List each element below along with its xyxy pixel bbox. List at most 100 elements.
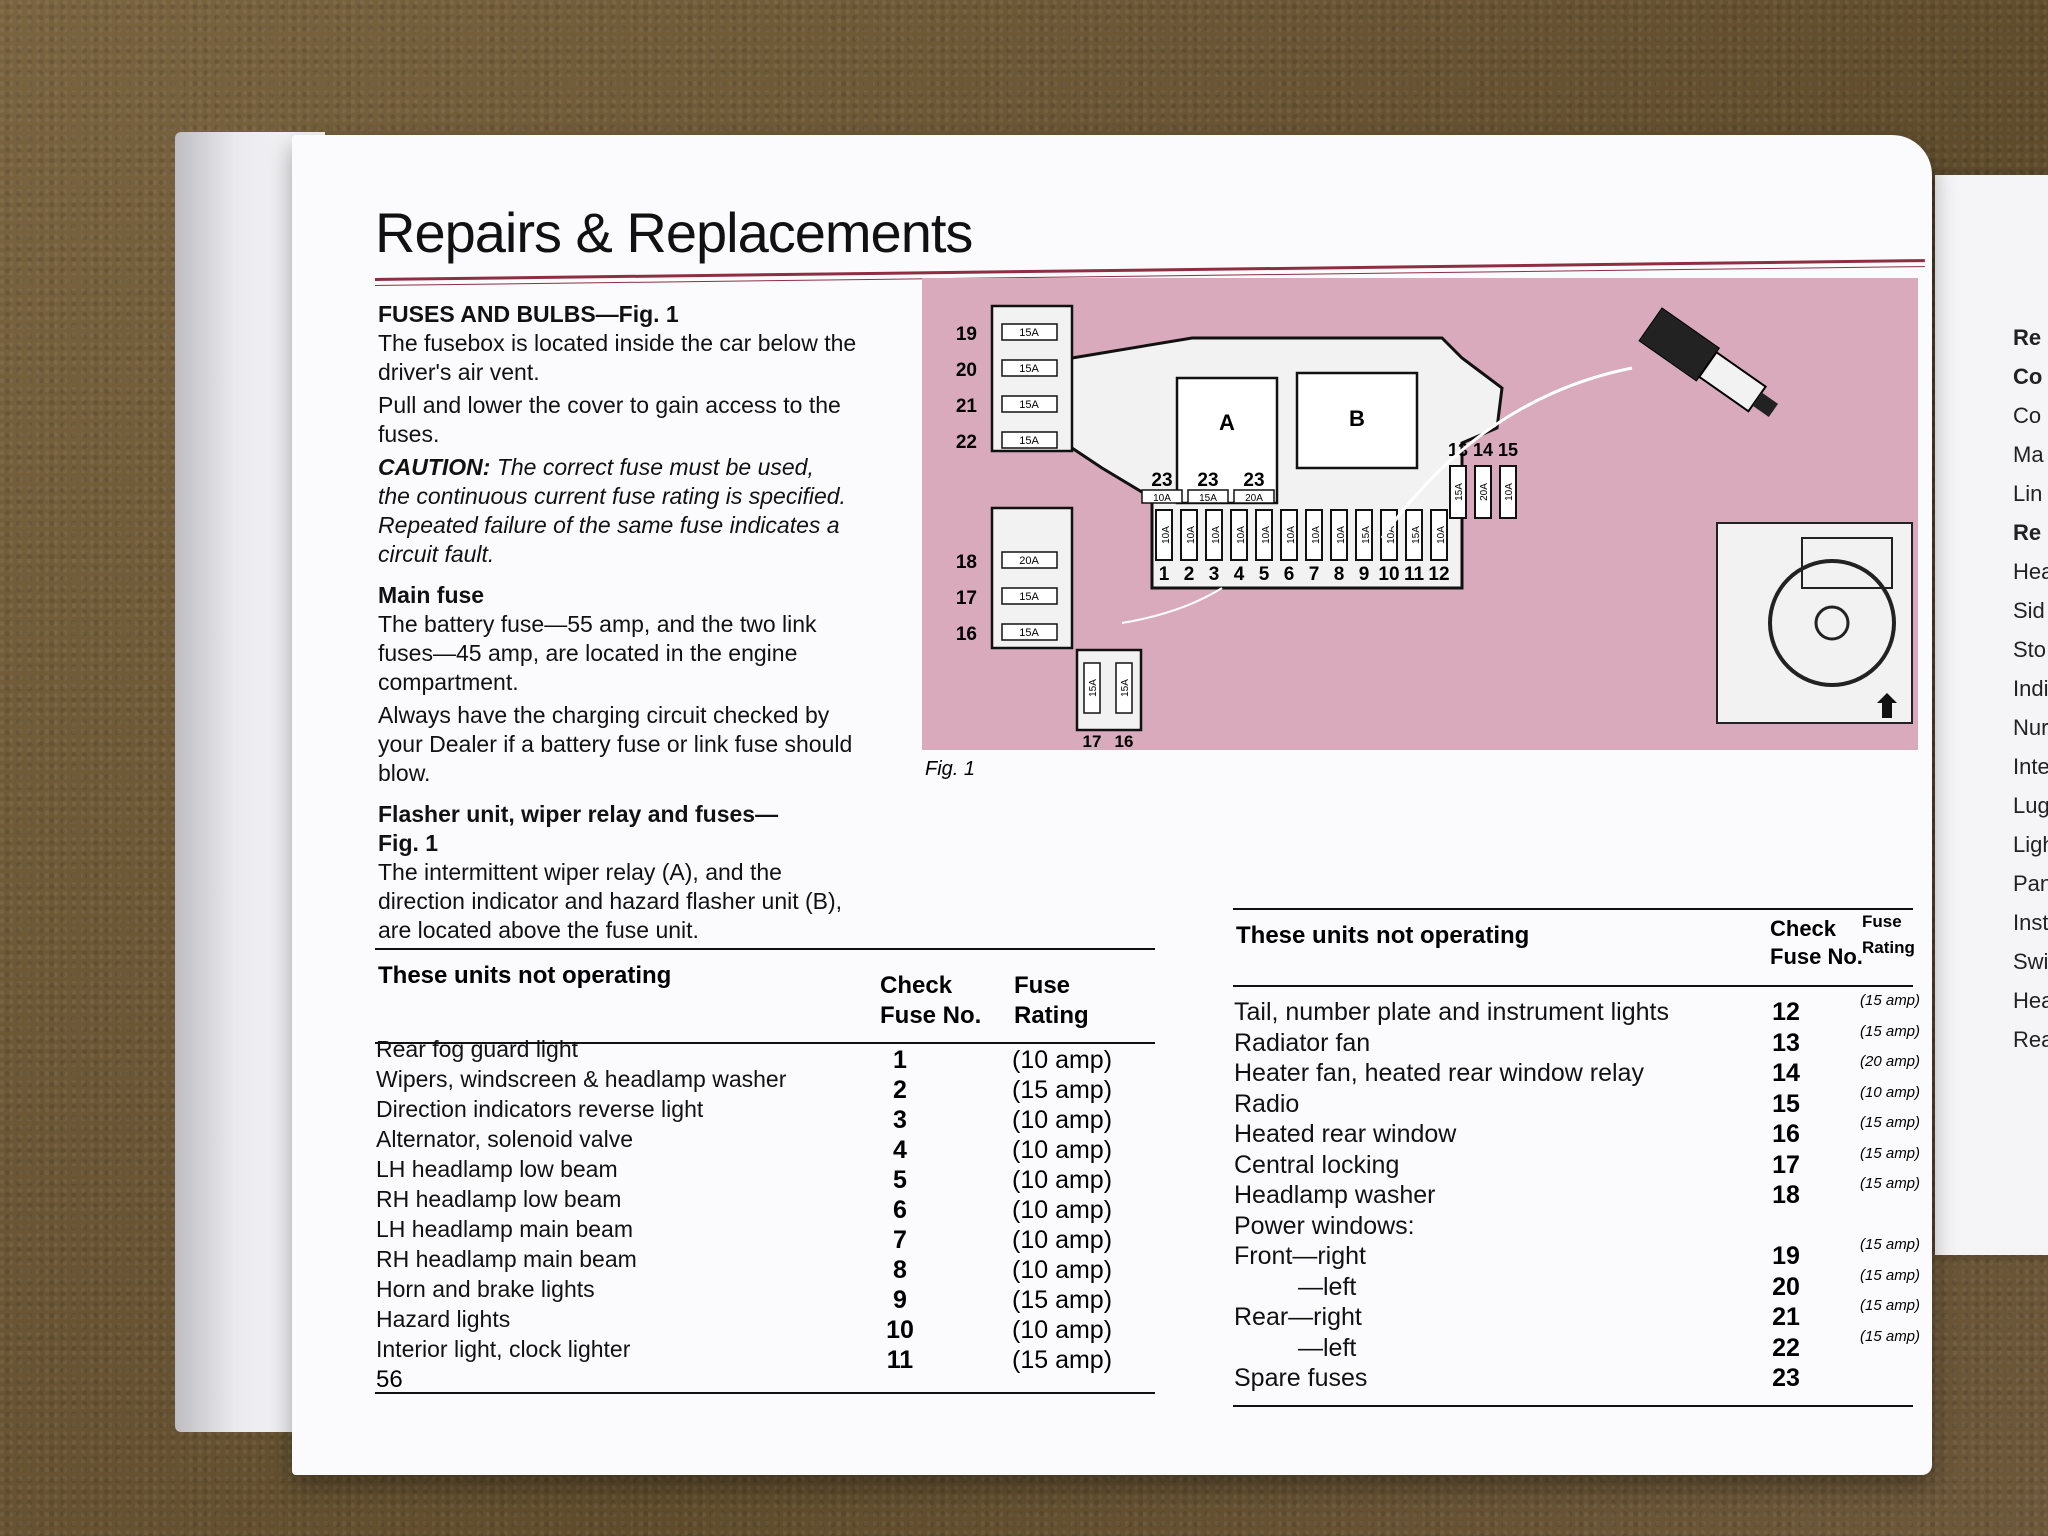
bottom-fuse-row: 10A110A210A310A410A510A610A710A815A910A1…: [1155, 509, 1450, 585]
right-page-fragment: Sto: [2013, 637, 2047, 662]
right-page-fragment: Ligh: [2013, 832, 2048, 857]
table-row-rating: (15 amp): [1860, 1297, 1921, 1314]
flasher-line-2: direction indicator and hazard flasher u…: [378, 888, 843, 914]
fuse-1-rating: 10A: [1161, 526, 1172, 544]
fuse-11-rating: 15A: [1411, 526, 1422, 544]
right-page: ReCoCoMaLinReHeaSidStoIndiNurInteLugLigh…: [1935, 175, 2048, 1255]
right-page-fragment: Re: [2013, 520, 2042, 545]
fuse-5-rating: 10A: [1261, 526, 1272, 544]
fuse-9: [1355, 509, 1373, 561]
fuse-21: [1001, 395, 1058, 413]
table-row-rating: (15 amp): [1860, 1022, 1921, 1040]
table-row-fuse-number: 21: [1772, 1303, 1800, 1331]
table-row-fuse-number: 17: [1772, 1150, 1800, 1179]
table-row-fuse-number: 20: [1772, 1272, 1800, 1301]
connector-number-17: 17: [1083, 732, 1102, 750]
caution-text-1: The correct fuse must be used,: [490, 454, 814, 480]
fuse-number-21: 21: [956, 396, 978, 417]
table-row-unit: Power windows:: [1234, 1211, 1415, 1240]
fuse-number-14: 14: [1473, 440, 1493, 460]
fuse-22: [1001, 431, 1058, 449]
fuse-9-rating: 15A: [1361, 526, 1372, 544]
fuse-19-rating: 15A: [1019, 327, 1039, 339]
fuse-number-17: 17: [956, 588, 977, 609]
table-row-unit: Central locking: [1234, 1150, 1400, 1179]
connector-fuse-16: [1115, 662, 1133, 714]
spare-fuse-label: 23: [1243, 470, 1264, 491]
table-row-unit: —left: [1298, 1272, 1357, 1301]
main-fuse-line-6: blow.: [378, 760, 431, 786]
fuse-1: [1155, 509, 1173, 561]
table-row-fuse-number: 8: [893, 1256, 907, 1284]
fuses-pull-2: fuses.: [378, 421, 440, 447]
spare-fuse-rating: 20A: [1245, 493, 1263, 504]
fuse-13: [1449, 465, 1467, 519]
table-row-rating: (10 amp): [1012, 1256, 1113, 1284]
connector-fuse-rating: 15A: [1120, 679, 1131, 697]
spare-fuse: [1141, 489, 1183, 504]
fuse-16-rating: 15A: [1019, 627, 1039, 639]
table-row-fuse-number: 12: [1772, 998, 1800, 1026]
table-right-header-rating-1: Fuse: [1862, 912, 1902, 931]
table-row-unit: Rear—right: [1234, 1303, 1362, 1331]
fuses-intro-2: driver's air vent.: [378, 359, 540, 385]
table-row-fuse-number: 18: [1772, 1181, 1800, 1209]
table-row-rating: (15 amp): [1860, 992, 1921, 1009]
right-page-fragment: Indi: [2013, 676, 2048, 701]
table-row-unit: Heater fan, heated rear window relay: [1234, 1059, 1644, 1087]
table-row-unit: Spare fuses: [1234, 1364, 1368, 1392]
table-row-unit: —left: [1298, 1333, 1357, 1362]
plug-illustration: [1638, 307, 1778, 417]
table-right-top-rule: [1233, 908, 1913, 910]
main-fuse-heading: Main fuse: [378, 582, 485, 608]
fuse-12: [1430, 509, 1448, 561]
caution-line-4: circuit fault.: [378, 541, 495, 567]
table-row-rating: (10 amp): [1012, 1166, 1113, 1194]
flasher-line-3: are located above the fuse unit.: [378, 917, 699, 943]
spare-fuse-rating: 15A: [1199, 493, 1217, 504]
flasher-line-1: The intermittent wiper relay (A), and th…: [378, 859, 782, 885]
fuse-17-rating: 15A: [1019, 591, 1039, 603]
table-left-header-rule: [375, 1042, 1155, 1044]
table-row-unit: RH headlamp low beam: [376, 1186, 622, 1212]
table-row-unit: Interior light, clock lighter: [376, 1336, 631, 1362]
right-page-fragment: Inst: [2013, 910, 2048, 935]
table-row-unit: Tail, number plate and instrument lights: [1234, 998, 1669, 1026]
fuse-17: [1001, 587, 1058, 605]
fuse-number-12: 12: [1428, 564, 1449, 585]
fuse-15: [1499, 465, 1517, 519]
fuse-number-3: 3: [1209, 564, 1220, 585]
table-row-fuse-number: 9: [893, 1286, 907, 1314]
table-row-unit: Horn and brake lights: [376, 1276, 595, 1302]
fuse-number-13: 13: [1448, 440, 1468, 460]
fuse-number-20: 20: [956, 360, 977, 381]
fuse-number-7: 7: [1309, 564, 1320, 585]
fuse-6: [1280, 509, 1298, 561]
right-page-fragment: Nur: [2013, 715, 2048, 740]
caution-line-2: the continuous current fuse rating is sp…: [378, 483, 846, 509]
table-row-rating: (15 amp): [1012, 1346, 1113, 1374]
right-page-fragment: Swi: [2013, 949, 2048, 974]
dashboard-illustration: [1716, 522, 1913, 724]
fuse-number-8: 8: [1334, 564, 1345, 585]
fuse-number-16: 16: [956, 624, 977, 645]
figure-caption: Fig. 1: [925, 758, 976, 780]
fuse-number-5: 5: [1259, 564, 1270, 585]
right-page-fragment: Lug: [2013, 793, 2048, 818]
fuse-number-11: 11: [1404, 564, 1425, 585]
right-page-fragment: Pan: [2013, 871, 2048, 896]
fuse-6-rating: 10A: [1286, 526, 1297, 544]
fuse-number-6: 6: [1284, 564, 1295, 585]
fuse-16: [1001, 623, 1058, 641]
cable-line: [1380, 366, 1633, 539]
table-row-fuse-number: 19: [1772, 1242, 1800, 1270]
right-page-fragment: Co: [2013, 364, 2043, 389]
table-row-fuse-number: 11: [886, 1346, 914, 1374]
main-fuse-line-4: Always have the charging circuit checked…: [378, 702, 830, 728]
fuse-19: [1001, 323, 1058, 341]
table-row-fuse-number: 4: [893, 1136, 907, 1164]
page-number: 56: [376, 1366, 403, 1393]
